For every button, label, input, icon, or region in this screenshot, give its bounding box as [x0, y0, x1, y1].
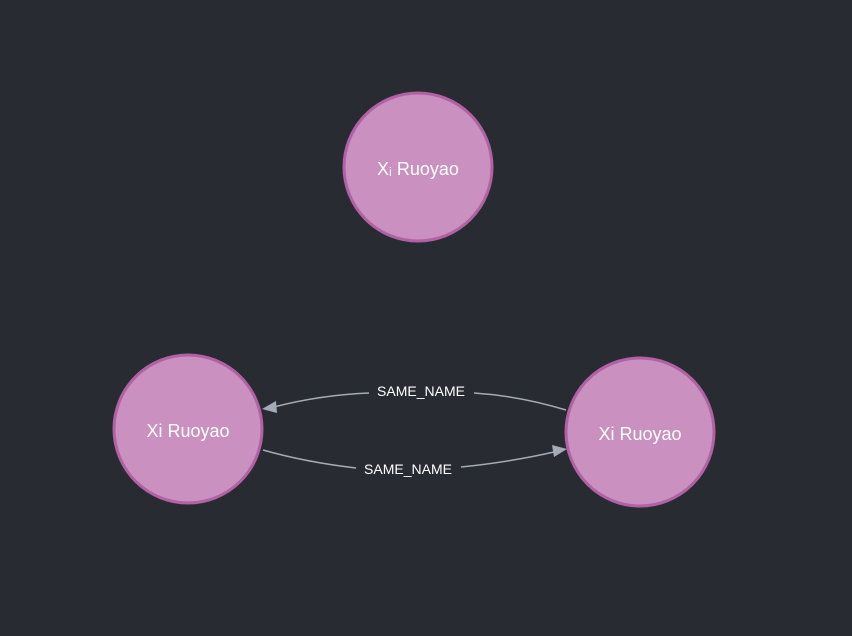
- relationship-line[interactable]: [460, 451, 555, 468]
- relationship-same-name-upper[interactable]: SAME_NAME: [262, 383, 567, 413]
- arrowhead-icon: [262, 401, 277, 413]
- node-circle[interactable]: [564, 356, 716, 508]
- node-xi-ruoyao-top[interactable]: Xᵢ Ruoyao: [342, 91, 494, 243]
- node-circle[interactable]: [112, 353, 264, 505]
- node-xi-ruoyao-right[interactable]: Xi Ruoyao: [564, 356, 716, 508]
- node-xi-ruoyao-left[interactable]: Xi Ruoyao: [112, 353, 264, 505]
- relationship-label[interactable]: SAME_NAME: [364, 461, 452, 477]
- relationship-label[interactable]: SAME_NAME: [377, 383, 465, 399]
- node-circle[interactable]: [342, 91, 494, 243]
- relationship-line[interactable]: [473, 392, 567, 411]
- relationship-same-name-lower[interactable]: SAME_NAME: [262, 445, 567, 477]
- arrowhead-icon: [552, 445, 567, 457]
- relationship-line[interactable]: [262, 449, 357, 469]
- relationship-line[interactable]: [273, 392, 370, 408]
